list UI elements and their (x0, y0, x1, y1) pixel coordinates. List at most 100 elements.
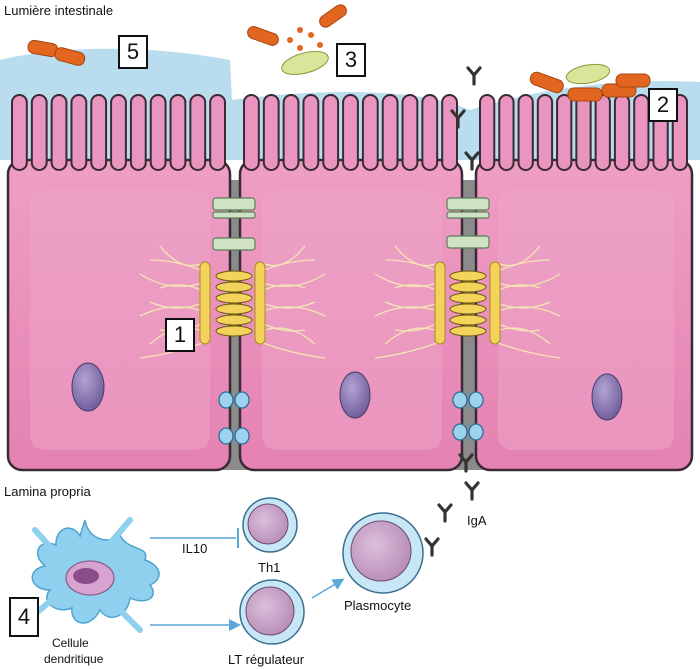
number-box-1: 1 (165, 318, 195, 352)
microvillus (209, 94, 227, 171)
microvillus (243, 94, 260, 171)
fiber (374, 341, 441, 359)
plasmocyte-label: Plasmocyte (344, 598, 412, 613)
microvillus (613, 94, 631, 171)
nucleus-right (591, 373, 623, 421)
microvillus (11, 94, 28, 171)
fiber (139, 306, 206, 317)
cadherin-coils (215, 270, 487, 337)
desmosome (468, 391, 484, 409)
microvillus (381, 94, 399, 171)
microvillus (70, 94, 88, 171)
bacteria-group-2 (529, 63, 651, 102)
microvillus (302, 94, 320, 171)
desmosome (218, 391, 234, 409)
fiber (494, 306, 561, 317)
iga-antibody-icon (450, 109, 466, 129)
iga-antibody-icon (424, 537, 440, 557)
epithelial-cell-middle (238, 158, 464, 472)
treg-to-plasmocyte-arrow (311, 578, 345, 599)
microvillus (110, 94, 127, 171)
number-box-5: 5 (118, 35, 148, 69)
desmosome (468, 423, 484, 441)
cadherin (215, 270, 253, 282)
number-box-2: 2 (648, 88, 678, 122)
cadherin (215, 325, 253, 337)
microvillus (189, 94, 207, 171)
microvillus (556, 94, 573, 171)
microvillus (421, 94, 439, 171)
th1-label: Th1 (258, 560, 281, 575)
fiber (494, 341, 561, 359)
epithelial-cell-left (6, 158, 232, 472)
cellule-dendritique-label-line2: dendritique (44, 652, 104, 666)
lamina-propria-label: Lamina propria (4, 484, 91, 499)
desmosome (452, 391, 468, 409)
number-box-3: 3 (336, 43, 366, 77)
microvillus (575, 94, 592, 171)
microvillus (169, 94, 187, 171)
microvillus (479, 94, 496, 171)
iga-antibody-icon (437, 503, 453, 523)
desmosomes (218, 391, 484, 445)
cadherin (215, 281, 253, 293)
microvillus (361, 94, 379, 171)
microvillus (401, 94, 419, 171)
iga-antibodies (424, 66, 482, 557)
plasmocyte-cell (342, 512, 424, 594)
cadherin (449, 292, 487, 304)
fiber (494, 273, 561, 288)
cellule-dendritique-label-line1: Cellule (52, 636, 89, 650)
cadherin (449, 303, 487, 315)
iga-antibody-icon (464, 481, 480, 501)
cadherin (449, 314, 487, 326)
fiber (259, 306, 326, 317)
desmosome (234, 427, 250, 445)
iga-antibody-icon (464, 151, 480, 171)
bacteria-group-3 (247, 4, 347, 75)
th1-cell (242, 497, 298, 553)
microvillus (536, 94, 554, 171)
nucleus-left (71, 362, 105, 412)
cadherin (215, 292, 253, 304)
iga-antibody-icon (466, 66, 482, 86)
fiber (374, 273, 441, 288)
fiber (259, 273, 326, 288)
microvillus (498, 94, 515, 171)
microvillus (633, 94, 650, 171)
bacteria-group-5 (27, 39, 86, 66)
dendritic-cell (27, 517, 160, 633)
microvillus (129, 94, 147, 171)
microvillus (517, 94, 534, 171)
microvillus (90, 94, 108, 171)
microvillus (262, 94, 280, 171)
microvilli (11, 94, 689, 171)
lumen-label: Lumière intestinale (4, 3, 114, 18)
epithelial-cell-right (474, 158, 694, 472)
microvillus (342, 94, 359, 171)
microvillus (30, 94, 48, 171)
il10-label: IL10 (182, 541, 208, 556)
desmosome (452, 423, 468, 441)
microvillus (282, 94, 300, 171)
microvillus (594, 94, 611, 171)
cadherin (449, 325, 487, 337)
tight-junctions (212, 197, 490, 251)
microvillus (50, 94, 68, 171)
lt-regulateur-label: LT régulateur (228, 652, 305, 667)
fiber (259, 341, 326, 359)
iga-antibody-icon (458, 453, 474, 473)
microvillus (322, 94, 340, 171)
desmosome (218, 427, 234, 445)
cadherin (449, 270, 487, 282)
cadherin (215, 314, 253, 326)
microvillus (149, 94, 167, 171)
adherens-junctions (199, 261, 501, 345)
fiber (374, 306, 441, 317)
lt-regulateur-cell (239, 579, 305, 645)
cadherin (215, 303, 253, 315)
iga-label: IgA (467, 513, 487, 528)
microvillus (441, 94, 459, 171)
desmosome (234, 391, 250, 409)
